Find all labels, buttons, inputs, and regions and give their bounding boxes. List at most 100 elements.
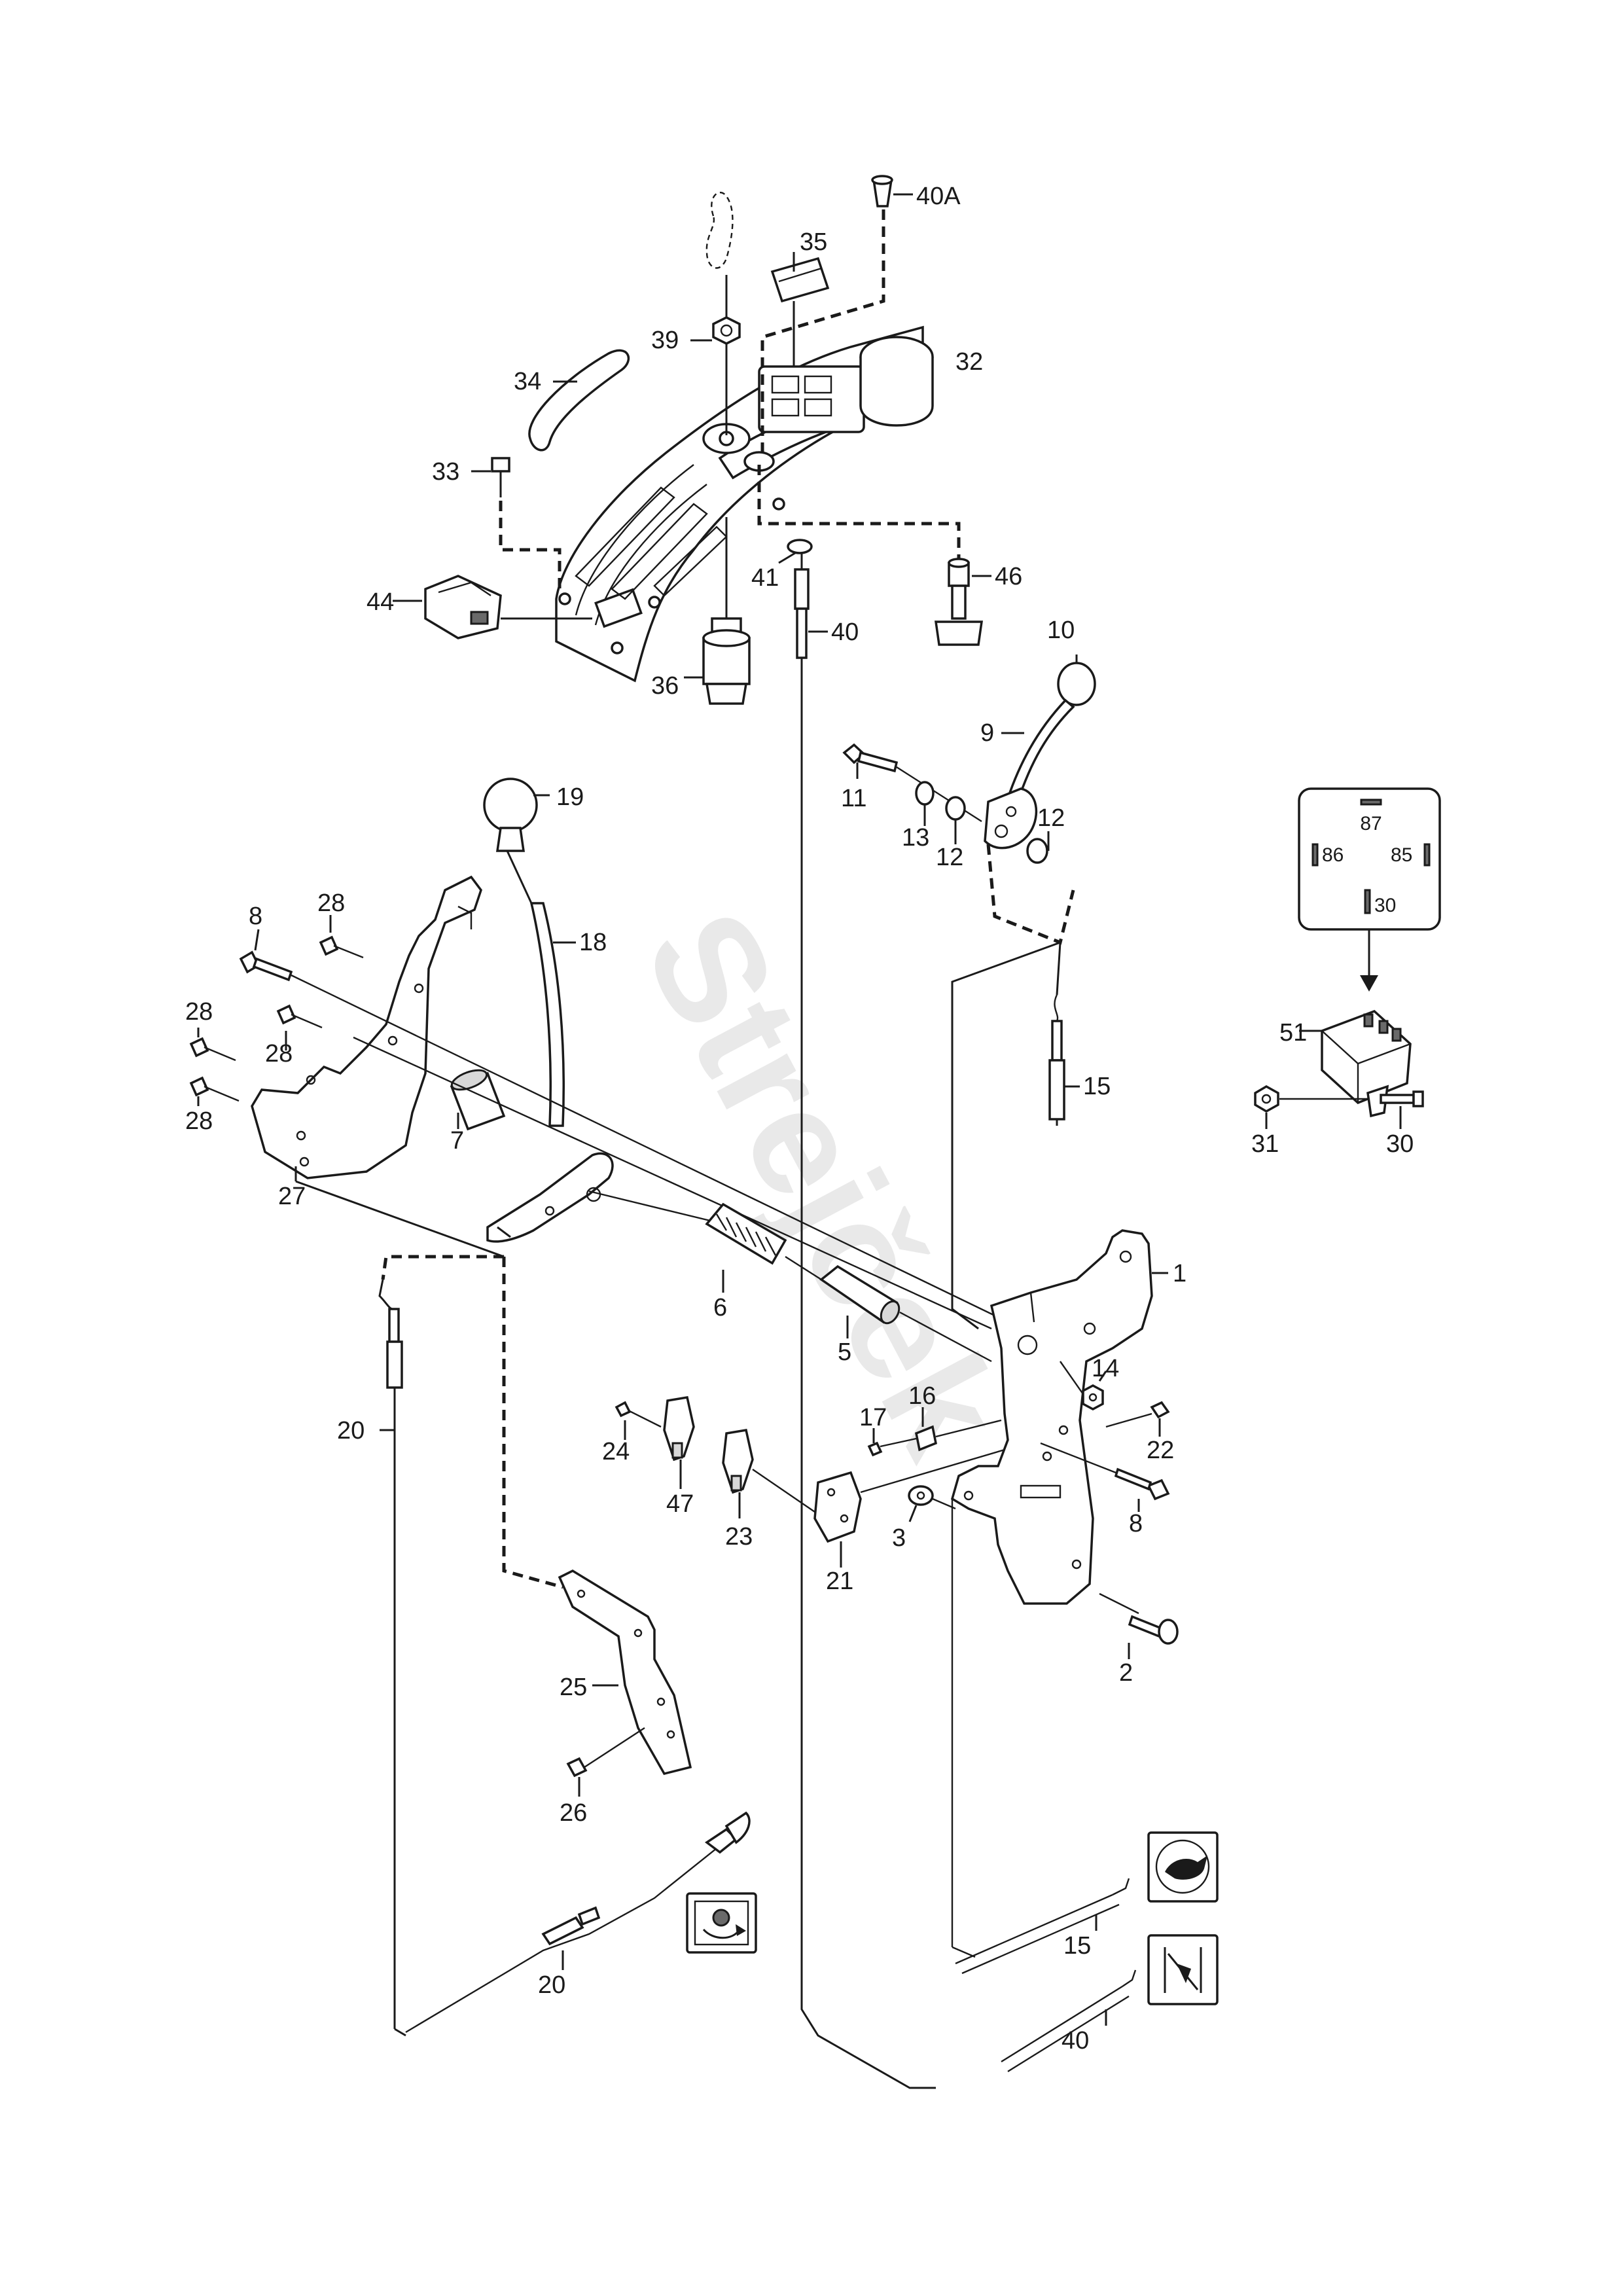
pto-rotation-symbol	[686, 1892, 757, 1954]
assembly-line-40A	[760, 209, 885, 458]
plug-46	[934, 558, 984, 646]
knob-10	[1057, 662, 1096, 706]
clip-16	[914, 1425, 938, 1452]
callout-39: 39	[651, 327, 679, 354]
grip-34	[528, 349, 630, 452]
callout-11: 11	[841, 785, 866, 812]
screw-28	[276, 1004, 323, 1029]
parking-brake-symbol	[1147, 1934, 1219, 2005]
lever-18	[529, 902, 565, 1127]
screw-30	[1380, 1090, 1424, 1107]
bolt-8	[239, 950, 293, 982]
relay-pin-30: 30	[1374, 895, 1396, 916]
callout-16: 16	[908, 1382, 936, 1410]
nut-31	[1254, 1085, 1279, 1113]
callout-40: 40	[831, 619, 859, 646]
callout-31: 31	[1251, 1130, 1279, 1158]
callout-14: 14	[1092, 1355, 1119, 1382]
console-slot	[575, 486, 675, 587]
callout-12: 12	[1037, 804, 1065, 832]
callout-36: 36	[651, 672, 679, 700]
cable-end-15	[1051, 1020, 1063, 1062]
callout-9: 9	[980, 719, 994, 747]
callout-15: 15	[1083, 1073, 1111, 1100]
callout-47: 47	[666, 1490, 694, 1518]
clip-47	[663, 1396, 695, 1462]
switch-36	[702, 517, 751, 705]
tube-5	[819, 1265, 901, 1325]
callout-20: 20	[538, 1971, 565, 1999]
cable-clevis-20	[704, 1811, 751, 1854]
bushing-7	[450, 1069, 506, 1131]
callout-labels: 40A 35 39 32 34 33 41 46 44 40 10 36 9 1…	[185, 183, 1414, 2054]
washer-41	[787, 539, 813, 554]
callout-3: 3	[892, 1524, 906, 1552]
callout-51: 51	[1279, 1019, 1307, 1047]
relay-pin-87: 87	[1360, 813, 1382, 834]
callout-30: 30	[1386, 1130, 1414, 1158]
relay-pin-85: 85	[1391, 844, 1412, 866]
callout-2: 2	[1119, 1659, 1133, 1687]
screw-26	[566, 1727, 645, 1778]
callout-8: 8	[249, 903, 262, 930]
screw-28	[189, 1037, 236, 1062]
screw-22	[1105, 1401, 1170, 1428]
bolt-11	[842, 743, 899, 773]
bracket-25	[558, 1570, 692, 1776]
bracket-21	[813, 1471, 862, 1543]
knob-40A	[871, 175, 893, 207]
callout-18: 18	[579, 929, 607, 956]
callout-23: 23	[725, 1523, 753, 1551]
callout-28: 28	[185, 998, 213, 1026]
switch-44	[424, 575, 502, 639]
washer-12	[1026, 838, 1048, 864]
washer-13	[915, 781, 935, 806]
callout-20: 20	[337, 1417, 365, 1444]
callout-41: 41	[751, 564, 779, 592]
relay-pinout-box: 87 86 85 30	[1298, 787, 1441, 931]
washer-12	[945, 796, 966, 821]
callout-32: 32	[955, 348, 983, 376]
callout-34: 34	[514, 368, 541, 395]
callout-33: 33	[432, 458, 459, 486]
callout-22: 22	[1147, 1437, 1174, 1464]
callout-24: 24	[602, 1438, 630, 1465]
callout-6: 6	[713, 1294, 727, 1321]
bolt-8	[1114, 1467, 1170, 1501]
callout-5: 5	[838, 1338, 851, 1366]
cable-adjuster-20	[541, 1906, 601, 1946]
nut-14	[1082, 1384, 1104, 1410]
callout-28: 28	[185, 1107, 213, 1135]
hare-speed-symbol	[1147, 1831, 1219, 1903]
ghost-switch-top	[705, 192, 734, 269]
callout-17: 17	[859, 1404, 887, 1431]
lever-9	[1006, 698, 1075, 804]
clip-23	[722, 1429, 754, 1494]
cable-end-20	[386, 1308, 403, 1486]
callout-28: 28	[317, 889, 345, 917]
callout-21: 21	[826, 1568, 853, 1595]
knob-19	[483, 778, 538, 833]
callout-27: 27	[278, 1183, 306, 1210]
spring-6	[705, 1202, 787, 1265]
bolt-2	[1099, 1592, 1179, 1645]
screw-33	[491, 457, 510, 497]
callout-10: 10	[1047, 617, 1075, 644]
cap-35	[770, 257, 830, 303]
cable-end-40	[794, 568, 810, 753]
callout-19: 19	[556, 783, 584, 811]
callout-40: 40	[1061, 2027, 1089, 2054]
callout-7: 7	[450, 1127, 464, 1155]
callout-1: 1	[1173, 1260, 1186, 1287]
callout-8: 8	[1129, 1510, 1143, 1537]
nut-39	[712, 316, 741, 345]
callout-12: 12	[936, 844, 963, 871]
console-slot	[611, 503, 708, 600]
assembly-line-46	[757, 465, 961, 563]
lever-plate-18	[486, 1152, 614, 1243]
fender-console-32	[555, 325, 934, 683]
callout-46: 46	[995, 563, 1022, 590]
lever-plate-9	[984, 787, 1038, 850]
screw-17	[867, 1437, 917, 1457]
